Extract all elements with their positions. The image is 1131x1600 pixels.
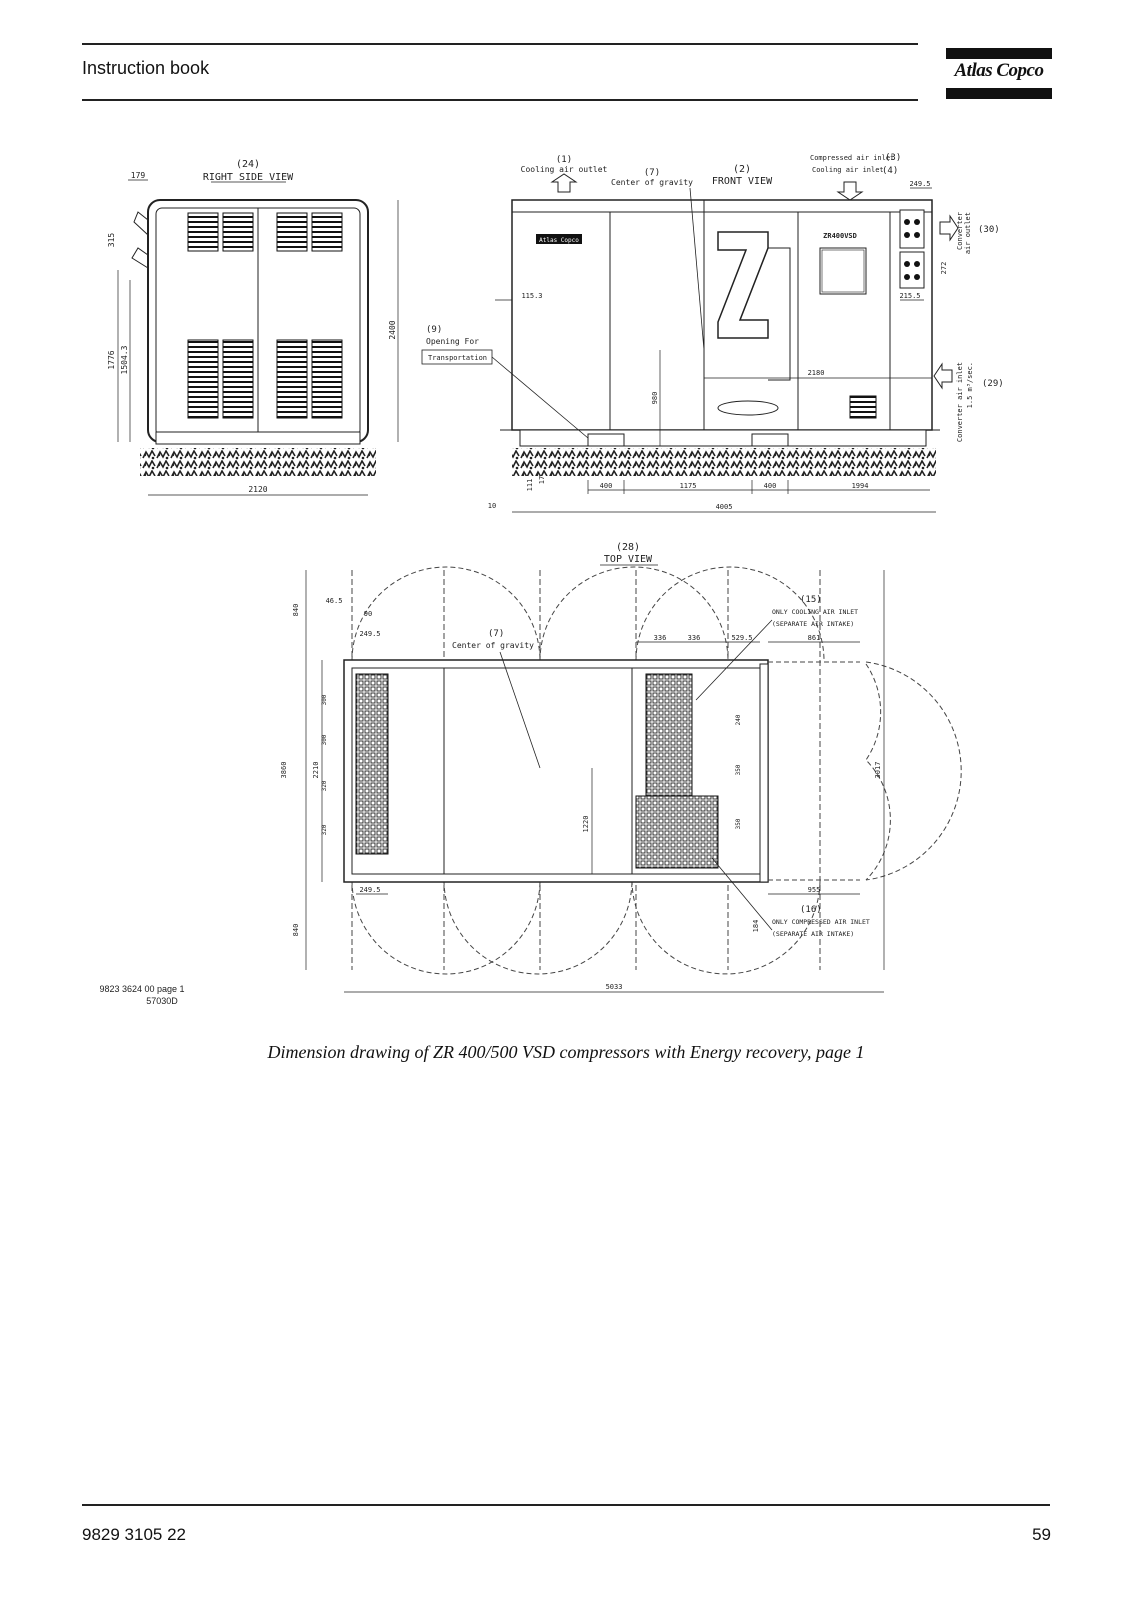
svg-text:179: 179 xyxy=(131,171,146,180)
svg-text:2400: 2400 xyxy=(388,320,397,339)
svg-text:111: 111 xyxy=(526,479,534,492)
svg-text:240: 240 xyxy=(735,714,742,725)
page-number: 59 xyxy=(1032,1525,1051,1544)
svg-text:840: 840 xyxy=(292,924,300,937)
svg-text:FRONT VIEW: FRONT VIEW xyxy=(712,176,773,187)
top-view: (28) TOP VIEW (7) Center of gravity (15)… xyxy=(280,542,962,993)
svg-text:249.5: 249.5 xyxy=(909,180,930,188)
svg-text:(28): (28) xyxy=(616,542,640,553)
right-side-view: (24) RIGHT SIDE VIEW 2400 2120 179 315 1… xyxy=(107,159,399,496)
svg-text:955: 955 xyxy=(808,886,821,894)
svg-text:1175: 1175 xyxy=(680,482,697,490)
svg-text:115.3: 115.3 xyxy=(521,292,542,300)
svg-text:(1): (1) xyxy=(556,155,572,165)
svg-text:Opening For: Opening For xyxy=(426,337,479,346)
svg-text:4005: 4005 xyxy=(716,503,733,511)
svg-text:Transportation: Transportation xyxy=(428,354,487,362)
header-rule-top xyxy=(82,43,918,45)
svg-text:300: 300 xyxy=(321,734,328,745)
dimension-drawing: (24) RIGHT SIDE VIEW 2400 2120 179 315 1… xyxy=(100,153,1004,1006)
svg-text:(SEPARATE AIR INTAKE): (SEPARATE AIR INTAKE) xyxy=(772,620,854,628)
svg-text:(2): (2) xyxy=(733,164,751,175)
svg-text:5033: 5033 xyxy=(606,983,623,991)
svg-text:(3): (3) xyxy=(885,153,901,163)
svg-text:Cooling air inlet: Cooling air inlet xyxy=(812,166,884,174)
svg-text:400: 400 xyxy=(764,482,777,490)
svg-text:(30): (30) xyxy=(978,225,1000,235)
svg-text:3017: 3017 xyxy=(874,762,882,779)
header-title: Instruction book xyxy=(82,58,210,78)
svg-text:350: 350 xyxy=(735,764,742,775)
svg-text:400: 400 xyxy=(600,482,613,490)
svg-text:320: 320 xyxy=(321,780,328,791)
svg-text:air outlet: air outlet xyxy=(964,212,972,254)
svg-text:ONLY COOLING AIR INLET: ONLY COOLING AIR INLET xyxy=(772,608,858,616)
svg-text:Atlas Copco: Atlas Copco xyxy=(539,237,579,244)
svg-text:17: 17 xyxy=(538,476,546,484)
svg-text:Cooling air outlet: Cooling air outlet xyxy=(521,165,608,174)
svg-text:320: 320 xyxy=(321,824,328,835)
front-view: (1) Cooling air outlet (7) Center of gra… xyxy=(421,153,1004,513)
svg-text:1220: 1220 xyxy=(582,816,590,833)
svg-text:249.5: 249.5 xyxy=(359,630,380,638)
svg-text:(9): (9) xyxy=(426,325,442,335)
atlas-copco-logo: Atlas Copco xyxy=(946,48,1052,100)
footer-rule xyxy=(82,1504,1050,1506)
svg-text:Converter air inlet: Converter air inlet xyxy=(956,362,964,442)
svg-text:TOP VIEW: TOP VIEW xyxy=(604,554,653,565)
svg-text:2180: 2180 xyxy=(808,369,825,377)
svg-text:(SEPARATE AIR INTAKE): (SEPARATE AIR INTAKE) xyxy=(772,930,854,938)
svg-text:350: 350 xyxy=(735,818,742,829)
svg-text:1994: 1994 xyxy=(852,482,869,490)
svg-text:Converter: Converter xyxy=(956,212,964,250)
header-rule-bottom xyxy=(82,99,918,101)
svg-text:(7): (7) xyxy=(644,168,660,178)
svg-text:(4): (4) xyxy=(882,166,898,176)
svg-text:3860: 3860 xyxy=(280,762,288,779)
svg-text:529.5: 529.5 xyxy=(731,634,752,642)
svg-text:2120: 2120 xyxy=(248,485,267,494)
svg-text:184: 184 xyxy=(752,920,760,933)
svg-text:ZR400VSD: ZR400VSD xyxy=(823,232,857,240)
svg-text:(15): (15) xyxy=(800,595,822,605)
drawing-ref-line2: 57030D xyxy=(146,996,178,1006)
drawing-ref-line1: 9823 3624 00 page 1 xyxy=(100,984,185,994)
svg-text:336: 336 xyxy=(688,634,701,642)
svg-text:840: 840 xyxy=(292,604,300,617)
svg-text:272: 272 xyxy=(940,262,948,275)
right-side-title: RIGHT SIDE VIEW xyxy=(203,172,294,183)
svg-text:Center of gravity: Center of gravity xyxy=(611,178,693,187)
svg-text:1.5 m³/sec.: 1.5 m³/sec. xyxy=(966,362,974,408)
svg-text:336: 336 xyxy=(654,634,667,642)
figure-caption: Dimension drawing of ZR 400/500 VSD comp… xyxy=(267,1042,865,1062)
svg-text:1504.3: 1504.3 xyxy=(120,345,129,374)
svg-text:10: 10 xyxy=(488,502,496,510)
svg-text:1776: 1776 xyxy=(107,350,116,369)
svg-text:249.5: 249.5 xyxy=(359,886,380,894)
svg-text:90: 90 xyxy=(364,610,372,618)
svg-text:Center of gravity: Center of gravity xyxy=(452,641,534,650)
svg-text:(16): (16) xyxy=(800,905,822,915)
svg-text:ONLY COMPRESSED AIR INLET: ONLY COMPRESSED AIR INLET xyxy=(772,918,870,926)
svg-text:Compressed air inlet: Compressed air inlet xyxy=(810,154,894,162)
right-side-ref: (24) xyxy=(236,159,260,170)
svg-text:300: 300 xyxy=(321,694,328,705)
svg-text:215.5: 215.5 xyxy=(899,292,920,300)
svg-text:(7): (7) xyxy=(488,629,504,639)
svg-text:315: 315 xyxy=(107,233,116,248)
doc-number: 9829 3105 22 xyxy=(82,1525,186,1544)
svg-text:2210: 2210 xyxy=(312,762,320,779)
svg-text:861: 861 xyxy=(808,634,821,642)
svg-text:980: 980 xyxy=(651,392,659,405)
svg-text:(29): (29) xyxy=(982,379,1004,389)
svg-text:46.5: 46.5 xyxy=(326,597,343,605)
